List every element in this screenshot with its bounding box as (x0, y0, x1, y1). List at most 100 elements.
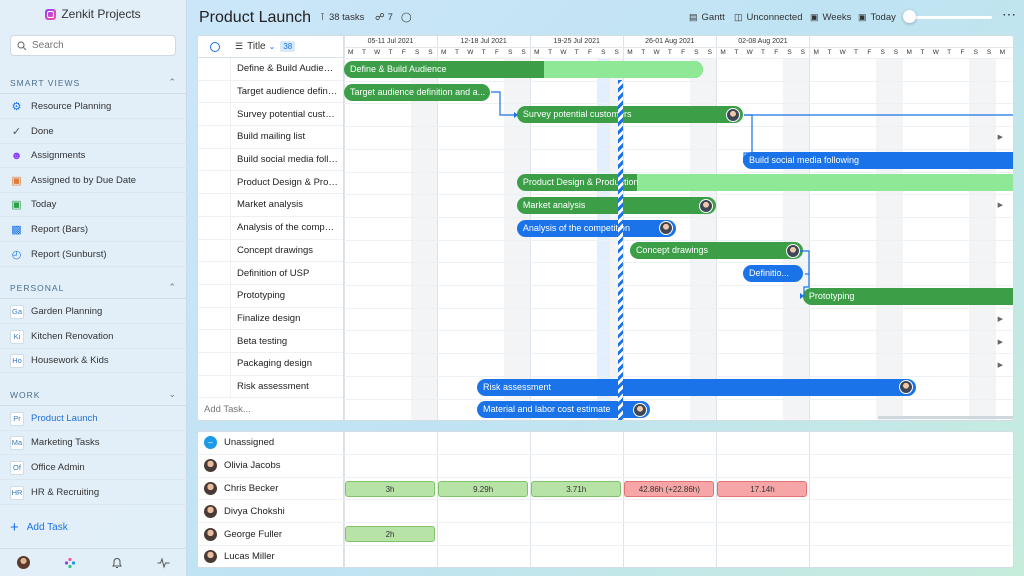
task-select-cell[interactable] (198, 352, 231, 375)
resource-name-cell[interactable]: George Fuller (198, 523, 344, 545)
task-select-cell[interactable] (198, 171, 231, 194)
task-row[interactable]: Survey potential customers (198, 103, 343, 127)
sidebar-item-done[interactable]: ✓Done (0, 120, 187, 144)
task-select-cell[interactable] (198, 239, 231, 262)
chevron-right-icon[interactable]: ▶ (997, 202, 1003, 209)
sidebar-item-today[interactable]: ▣Today (0, 193, 187, 217)
gantt-bar[interactable]: Definitio... (743, 265, 803, 283)
task-row[interactable]: Packaging design (198, 352, 343, 376)
sidebar-item-assigned-due[interactable]: ▣Assigned to by Due Date (0, 169, 187, 193)
task-filter-count[interactable]: ⊺38 tasks (320, 12, 364, 23)
task-select-cell[interactable] (198, 330, 231, 352)
unconnected-toggle[interactable]: ◫Unconnected (734, 12, 803, 23)
title-column-header[interactable]: Title (247, 41, 266, 52)
chevron-up-icon[interactable]: ⌃ (168, 282, 177, 292)
assignee-avatar[interactable] (632, 402, 647, 417)
task-row[interactable]: Beta testing (198, 330, 343, 353)
task-select-cell[interactable] (198, 284, 231, 307)
task-row[interactable]: Define & Build Audience (198, 58, 343, 81)
chevron-up-icon[interactable]: ⌃ (168, 77, 177, 87)
task-row[interactable]: Finalize design (198, 307, 343, 331)
sidebar-item-report-sunburst[interactable]: ◴Report (Sunburst) (0, 243, 187, 267)
workload-cell[interactable]: 2h (345, 526, 436, 543)
gantt-bar[interactable]: Analysis of the competition (516, 219, 677, 237)
sort-icon[interactable]: ☰ (235, 41, 244, 51)
workload-cell[interactable]: 3h (345, 480, 436, 497)
task-row[interactable]: Definition of USP (198, 262, 343, 285)
section-work[interactable]: WORK ⌄ (0, 384, 187, 406)
task-title[interactable]: Risk assessment (237, 380, 309, 392)
task-title[interactable]: Finalize design (237, 312, 301, 324)
task-title[interactable]: Target audience definition and analysis (237, 86, 338, 98)
assignee-avatar[interactable] (699, 198, 714, 213)
view-switch-gantt[interactable]: ▤Gantt (689, 12, 725, 23)
task-title[interactable]: Market analysis (237, 199, 303, 211)
task-row[interactable]: Build social media following (198, 148, 343, 172)
bell-icon[interactable] (111, 557, 123, 569)
task-select-cell[interactable] (198, 126, 231, 148)
horizontal-scrollbar[interactable] (878, 416, 1013, 419)
workload-cell[interactable]: 17.14h (717, 480, 808, 497)
chevron-right-icon[interactable]: ▶ (997, 362, 1003, 369)
assignee-avatar[interactable] (785, 243, 800, 258)
resource-row[interactable]: Lucas Miller (198, 546, 1013, 567)
task-row[interactable]: Analysis of the competition (198, 216, 343, 240)
task-row[interactable]: Market analysis (198, 194, 343, 217)
task-row[interactable]: Target audience definition and analysis (198, 80, 343, 104)
more-menu-icon[interactable]: ⋯ (1002, 6, 1016, 22)
gantt-bar[interactable]: Product Design & Production (516, 174, 1013, 192)
workload-cell[interactable]: 3.71h (531, 480, 622, 497)
task-title[interactable]: Concept drawings (237, 244, 314, 256)
task-title[interactable]: Analysis of the competition (237, 222, 338, 234)
add-task-row[interactable]: Add Task... (204, 403, 251, 415)
workload-cell[interactable]: 42.86h (+22.86h) (624, 480, 715, 497)
resource-row[interactable]: Divya Chokshi (198, 500, 1013, 524)
chevron-down-icon[interactable]: ⌄ (168, 389, 177, 399)
gantt-bar[interactable]: Risk assessment (477, 378, 916, 396)
gantt-bar[interactable]: Target audience definition and a... (344, 83, 491, 101)
zoom-slider-track[interactable] (908, 16, 992, 19)
task-row[interactable]: Build mailing list (198, 126, 343, 149)
task-title[interactable]: Definition of USP (237, 267, 310, 279)
task-select-cell[interactable] (198, 194, 231, 216)
task-title[interactable]: Build mailing list (237, 131, 306, 143)
sidebar-item-report-bars[interactable]: ▩Report (Bars) (0, 218, 187, 242)
activity-icon[interactable] (157, 556, 170, 569)
chevron-right-icon[interactable]: ▶ (997, 339, 1003, 346)
select-all-checkbox[interactable] (198, 41, 231, 52)
link-count[interactable]: ☍7 (375, 12, 393, 23)
gantt-bar[interactable]: Prototyping (802, 287, 1013, 305)
gantt-bar[interactable]: Define & Build Audience (344, 60, 704, 78)
task-title[interactable]: Packaging design (237, 358, 312, 370)
sidebar-item-assignments[interactable]: ☻Assignments (0, 144, 187, 168)
task-select-cell[interactable] (198, 103, 231, 126)
zoom-slider-handle[interactable] (903, 10, 916, 23)
chevron-right-icon[interactable]: ▶ (997, 134, 1003, 141)
sidebar-add-task-button[interactable]: +Add Task (10, 520, 68, 535)
today-button[interactable]: ▣Today (858, 12, 896, 23)
task-row[interactable]: Concept drawings (198, 239, 343, 263)
task-select-cell[interactable] (198, 216, 231, 239)
task-select-cell[interactable] (198, 375, 231, 398)
apps-icon[interactable] (64, 557, 76, 569)
task-title[interactable]: Product Design & Production (237, 176, 338, 188)
task-row[interactable]: Risk assessment (198, 375, 343, 399)
section-personal[interactable]: PERSONAL ⌃ (0, 277, 187, 299)
scale-weeks-select[interactable]: ▣Weeks (810, 12, 851, 23)
workload-cell[interactable]: 9.29h (438, 480, 529, 497)
sort-arrow-icon[interactable]: ⌄ (268, 42, 276, 51)
task-title[interactable]: Survey potential customers (237, 108, 338, 120)
gantt-bar[interactable]: Material and labor cost estimate (477, 401, 650, 419)
resource-name-cell[interactable]: Chris Becker (198, 477, 344, 500)
comments-button[interactable]: ◯ (401, 12, 412, 23)
task-select-cell[interactable] (198, 80, 231, 103)
task-title[interactable]: Beta testing (237, 335, 288, 347)
search-box[interactable] (10, 35, 176, 56)
